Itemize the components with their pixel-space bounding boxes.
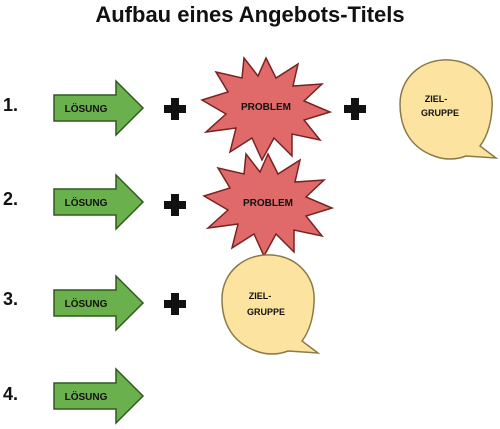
- row-4: LÖSUNG: [53, 368, 144, 424]
- row-number-2: 2.: [3, 189, 19, 209]
- solution-label: LÖSUNG: [65, 196, 108, 209]
- target-label-line2: GRUPPE: [421, 108, 459, 118]
- target-group-speech-bubble-icon: ZIEL- GRUPPE: [399, 59, 499, 160]
- solution-label: LÖSUNG: [65, 390, 108, 403]
- row-1: LÖSUNG PROBLEM ZIEL- GRUPPE: [53, 56, 499, 162]
- row-number-1: 1.: [3, 95, 19, 115]
- plus-icon: [164, 293, 186, 315]
- problem-starburst-icon: PROBLEM: [202, 152, 335, 258]
- problem-label: PROBLEM: [243, 198, 293, 209]
- problem-label: PROBLEM: [241, 102, 291, 113]
- target-label-line1: ZIEL-: [425, 94, 448, 104]
- plus-icon: [164, 194, 186, 216]
- solution-label: LÖSUNG: [65, 102, 108, 115]
- target-group-speech-bubble-icon: ZIEL- GRUPPE: [221, 254, 321, 355]
- row-2: LÖSUNG PROBLEM: [53, 152, 335, 258]
- solution-arrow-icon: LÖSUNG: [53, 368, 144, 424]
- target-label-line2: GRUPPE: [247, 307, 285, 317]
- row-3: LÖSUNG ZIEL- GRUPPE: [53, 254, 321, 355]
- page-title: Aufbau eines Angebots-Titels: [95, 2, 405, 27]
- target-label-line1: ZIEL-: [249, 291, 272, 301]
- solution-label: LÖSUNG: [65, 297, 108, 310]
- row-number-3: 3.: [3, 289, 19, 309]
- plus-icon: [164, 98, 186, 120]
- problem-starburst-icon: PROBLEM: [200, 56, 333, 162]
- solution-arrow-icon: LÖSUNG: [53, 275, 144, 331]
- row-number-4: 4.: [3, 384, 19, 404]
- solution-arrow-icon: LÖSUNG: [53, 80, 144, 136]
- plus-icon: [344, 98, 366, 120]
- solution-arrow-icon: LÖSUNG: [53, 174, 144, 230]
